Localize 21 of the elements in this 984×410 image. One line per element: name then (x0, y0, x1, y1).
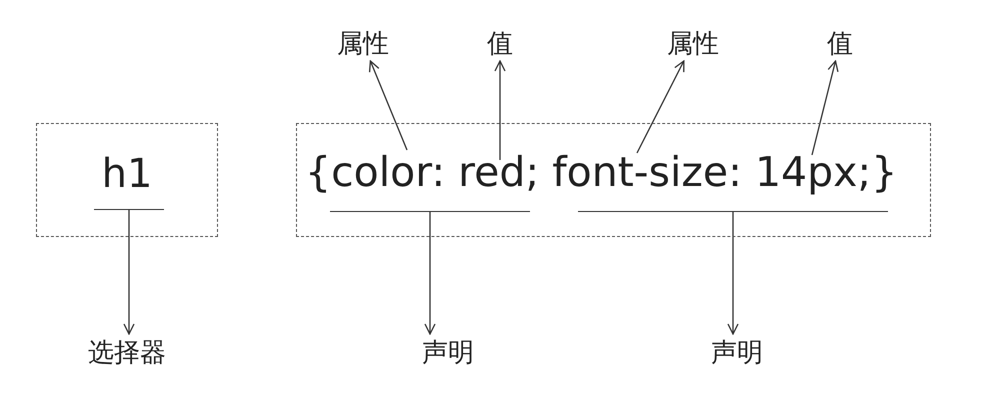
arrow (727, 211, 739, 335)
annotation-label: 属性 (333, 25, 393, 61)
arrow (636, 60, 684, 154)
underline (578, 210, 888, 212)
underline (94, 208, 164, 210)
arrow (811, 60, 839, 156)
annotation-label: 值 (480, 25, 520, 61)
code-text: {color: red; font-size: 14px;} (305, 148, 898, 196)
annotation-label: 声明 (707, 334, 767, 370)
arrow (368, 60, 408, 150)
annotation-label: 属性 (663, 25, 723, 61)
dashed-box (36, 123, 218, 237)
underline (330, 210, 530, 212)
code-text: h1 (102, 151, 152, 197)
annotation-label: 声明 (418, 334, 478, 370)
annotation-label: 选择器 (82, 334, 172, 370)
arrow (123, 209, 135, 335)
arrow (424, 211, 436, 335)
annotation-label: 值 (820, 25, 860, 61)
arrow (494, 60, 506, 160)
dashed-box (296, 123, 931, 237)
